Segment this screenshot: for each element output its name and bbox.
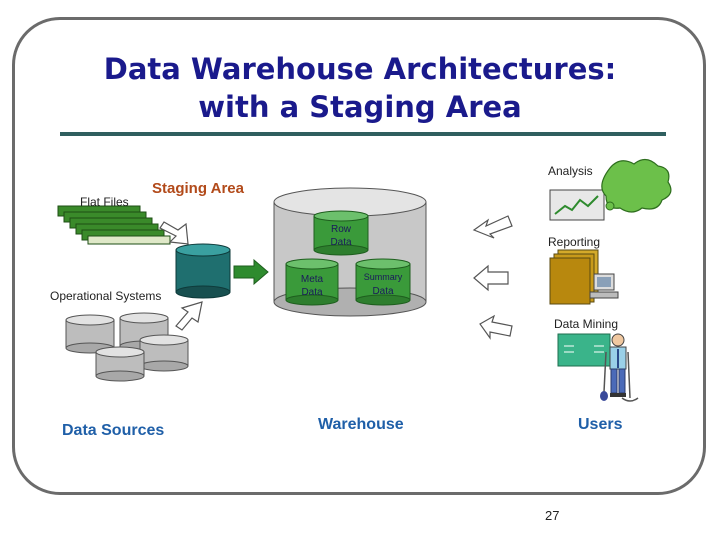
staging-area-drum-icon [175,243,231,299]
raw-data-label-2: Data [330,237,352,248]
analysis-label: Analysis [548,164,593,178]
reporting-label: Reporting [548,235,601,249]
warehouse-label: Warehouse [318,416,404,433]
raw-data-label-1: Row [331,224,352,235]
analysis-chart-icon [549,189,605,221]
computer-icon [589,273,619,299]
title-underline [60,132,666,136]
arrow-reporting-to-warehouse-icon [473,264,509,292]
raw-data-drum-icon [313,210,369,256]
slide-frame [12,17,706,495]
data-sources-label: Data Sources [62,422,165,439]
meta-data-label-1: Meta [301,274,324,285]
page-number: 27 [545,508,560,523]
analysis-cloud-icon [601,158,672,213]
data-mining-screen-icon [557,333,611,367]
data-mining-label: Data Mining [554,317,619,331]
meta-data-drum-icon [285,258,339,306]
miner-person-icon [600,333,639,402]
arrow-staging-to-warehouse-icon [233,258,269,286]
flat-files-icon [57,205,171,245]
operational-systems-icon [65,312,189,382]
staging-area-label: Staging Area [152,180,244,197]
arrow-analysis-to-warehouse-icon [472,215,513,239]
flat-files-label: Flat Files [80,195,129,209]
meta-data-label-2: Data [301,287,323,298]
summary-data-drum-icon [355,258,411,306]
summary-data-label-2: Data [372,286,394,297]
title-line-1: Data Warehouse Architectures: [103,52,617,86]
title-line-2: with a Staging Area [198,90,522,124]
operational-systems-label: Operational Systems [50,289,162,303]
slide-title: Data Warehouse Architectures: with a Sta… [40,50,680,126]
users-label: Users [578,416,623,433]
arrow-operational-to-staging-icon [175,301,203,331]
reporting-sheets-icon [549,249,599,305]
arrow-flatfiles-to-staging-icon [159,221,189,245]
arrow-datamining-to-warehouse-icon [479,314,513,340]
summary-data-label-1: Summary [364,272,403,282]
